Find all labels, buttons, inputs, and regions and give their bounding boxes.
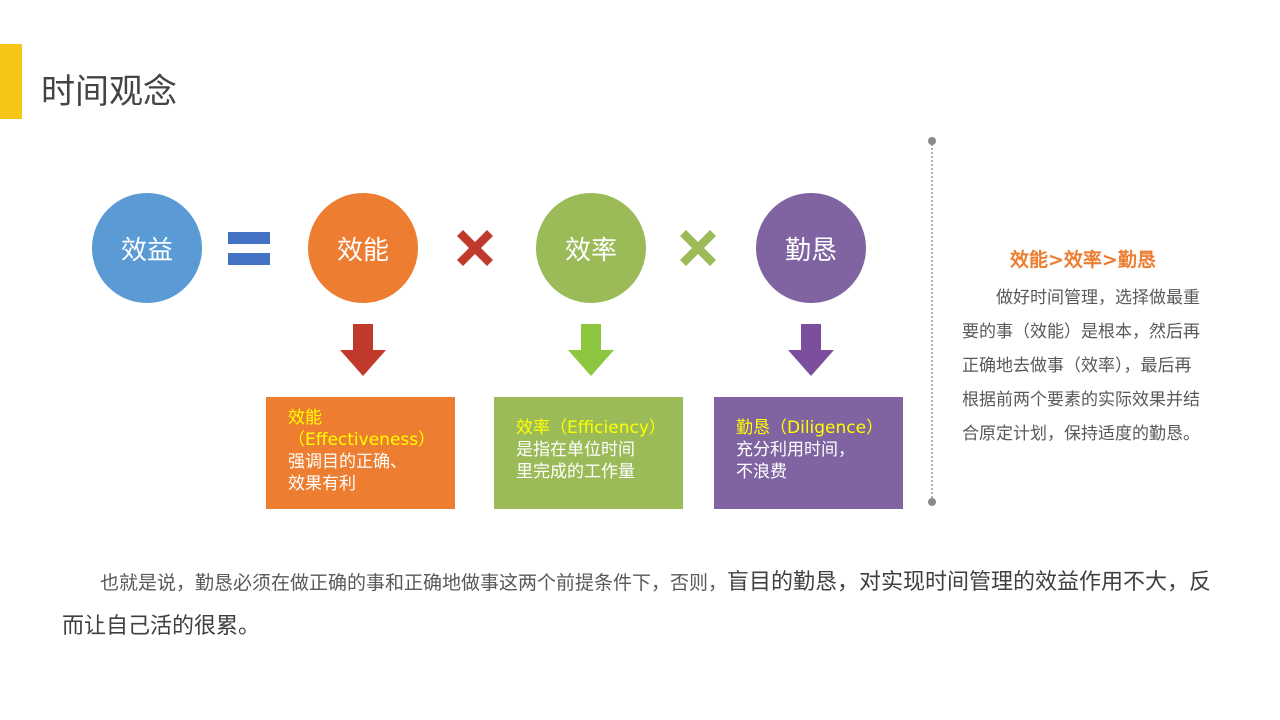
efficiency-box-desc-line2: 里完成的工作量 [516, 462, 635, 482]
circle-diligence-label: 勤恳 [784, 235, 837, 266]
conclusion-part1: 也就是说，勤恳必须在做正确的事和正确地做事这两个前提条件下，否则， [100, 572, 728, 594]
conclusion-paragraph: 也就是说，勤恳必须在做正确的事和正确地做事这两个前提条件下，否则，盲目的勤恳，对… [62, 561, 1212, 649]
diligence-box-title: 勤恳（Diligence） [736, 418, 884, 438]
divider-bottom-dot [928, 498, 936, 506]
effectiveness-box-desc-line1: 强调目的正确、 [288, 452, 407, 472]
circle-benefit: 效益 [92, 193, 202, 303]
efficiency-box-title: 效率（Efficiency） [516, 418, 666, 438]
side-body-text: 做好时间管理，选择做最重要的事（效能）是根本，然后再正确地去做事（效率），最后再… [962, 288, 1200, 444]
effectiveness-box: 效能 （Effectiveness） 强调目的正确、 效果有利 [266, 397, 455, 509]
efficiency-box: 效率（Efficiency） 是指在单位时间 里完成的工作量 [494, 397, 683, 509]
page-title: 时间观念 [41, 72, 177, 112]
circle-diligence: 勤恳 [756, 193, 866, 303]
side-heading: 效能>效率>勤恳 [1010, 249, 1156, 271]
divider-top-dot [928, 137, 936, 145]
down-arrow-icon [340, 324, 386, 376]
circle-benefit-label: 效益 [120, 235, 173, 266]
diligence-box: 勤恳（Diligence） 充分利用时间， 不浪费 [714, 397, 903, 509]
down-arrow-icon [568, 324, 614, 376]
circle-efficiency: 效率 [536, 193, 646, 303]
effectiveness-box-title: 效能 [288, 408, 322, 428]
circle-efficiency-label: 效率 [564, 235, 617, 266]
down-arrow-icon [788, 324, 834, 376]
title-accent-bar [0, 44, 22, 119]
side-body: 做好时间管理，选择做最重要的事（效能）是根本，然后再正确地去做事（效率），最后再… [962, 281, 1207, 451]
vertical-divider [931, 141, 933, 502]
equals-icon [228, 232, 270, 265]
diligence-box-desc-line2: 不浪费 [736, 462, 787, 482]
circle-effectiveness-label: 效能 [336, 235, 389, 266]
circle-effectiveness: 效能 [308, 193, 418, 303]
efficiency-box-desc-line1: 是指在单位时间 [516, 440, 635, 460]
conclusion-part2: 盲目的勤恳，对实现时间管理的效益作用不大，反而让自己活的很累。 [62, 570, 1212, 639]
diligence-box-desc-line1: 充分利用时间， [736, 440, 855, 460]
multiply-icon [680, 230, 716, 266]
effectiveness-box-desc-line2: 效果有利 [288, 474, 356, 494]
effectiveness-box-english: （Effectiveness） [288, 430, 436, 450]
multiply-icon [457, 230, 493, 266]
